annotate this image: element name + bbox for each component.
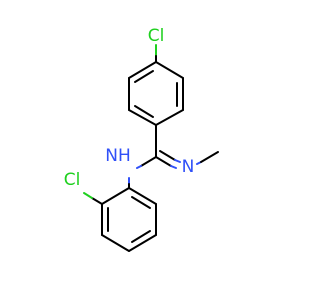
bond-ring-to-cl-bottom: [83, 192, 93, 199]
chlorine-label-bottom: Cl: [64, 170, 81, 190]
structure-diagram: Cl NH N Cl: [64, 26, 219, 252]
atom-labels: Cl NH N Cl: [64, 26, 195, 190]
bond-n-to-methyl: [200, 151, 219, 163]
ring-bottom-inner-2: [131, 230, 151, 243]
ring-bottom-inner-1: [131, 196, 151, 209]
ring-top-inner-3: [134, 70, 154, 83]
bond-amidine-carbon-to-n-2: [159, 150, 176, 161]
molecule-canvas: Cl NH N Cl: [64, 26, 219, 252]
ring-bottom-bond-1: [128, 187, 157, 205]
ring-top-bond-4: [128, 109, 157, 126]
ring-top-inner-2: [134, 105, 154, 118]
bond-nh-segment: [136, 165, 142, 169]
imine-n-label: N: [182, 157, 195, 177]
bottom-chlorophenyl-ring: [83, 187, 157, 252]
bond-amidine-carbon-to-nh: [140, 156, 157, 167]
amine-nh-label: NH: [105, 146, 131, 166]
ring-top-bond-3: [155, 109, 184, 126]
ring-bottom-bond-4: [101, 234, 130, 252]
ring-bottom-bond-3: [128, 234, 157, 252]
ring-top-bond-6: [128, 61, 157, 79]
bond-ring-to-cl-bottom-carbon: [91, 197, 103, 205]
amidine-core: [128, 124, 219, 189]
chlorine-label-top: Cl: [148, 26, 165, 46]
top-chlorophenyl-ring: [128, 44, 184, 126]
ring-bottom-bond-6: [101, 187, 130, 205]
ring-top-bond-1: [155, 61, 184, 79]
bond-amidine-n-segment-2: [174, 159, 181, 163]
bond-amidine-carbon-to-n-1: [155, 156, 172, 167]
bond-amidine-n-segment-1: [170, 165, 177, 169]
